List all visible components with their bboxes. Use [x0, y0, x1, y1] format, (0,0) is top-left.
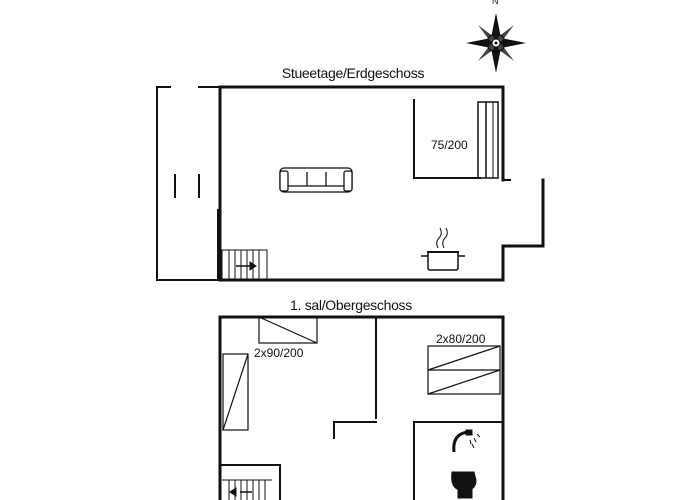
upper-bed-label-2: 2x80/200: [436, 332, 486, 346]
toilet-icon: [451, 471, 477, 499]
shower-icon: [452, 429, 481, 453]
ground-floor-title: Stueetage/Erdgeschoss: [282, 65, 425, 81]
compass-north-label: N: [492, 0, 499, 6]
upper-bed-label-1: 2x90/200: [254, 346, 304, 360]
ground-floor-walls: [156, 85, 545, 282]
upper-floor-title: 1. sal/Obergeschoss: [290, 297, 412, 313]
ground-bed-label: 75/200: [431, 138, 468, 152]
bed-icon: [427, 345, 501, 395]
bed-icon: [222, 353, 249, 431]
cooking-pot-icon: [421, 227, 465, 271]
staircase-icon: [221, 249, 268, 281]
wardrobe-icon: [477, 101, 499, 179]
bed-icon: [258, 316, 318, 344]
compass-rose-icon: [466, 13, 526, 73]
staircase-icon: [222, 479, 272, 500]
sofa-icon: [279, 167, 353, 193]
